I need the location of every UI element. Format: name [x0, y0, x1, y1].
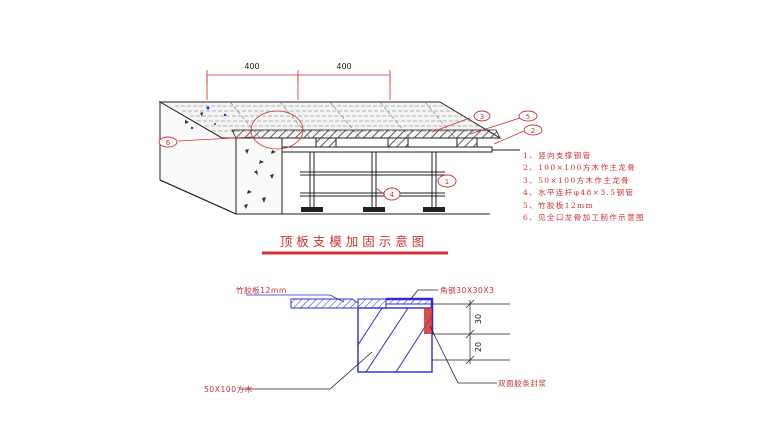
callout-5: 5 [526, 113, 530, 121]
slab-formwork-section: 400 400 [158, 62, 543, 215]
dimension-line [206, 70, 391, 100]
blue-speckles [190, 106, 227, 130]
legend-item: 4、水平连杆φ48×3.5钢管 [523, 188, 635, 198]
vertical-props [309, 152, 437, 207]
ground-line [159, 179, 237, 215]
callout-6: 6 [166, 139, 171, 147]
detail-dim-20: 20 [474, 342, 483, 352]
legend-item: 3、50×100方木作主龙骨 [523, 175, 631, 185]
detail-seal-strip [424, 308, 432, 334]
label-seal: 双面胶条封浆 [498, 378, 547, 388]
detail-angle-fill [385, 298, 433, 305]
callout-4: 4 [390, 191, 395, 199]
formwork-plywood-band [231, 129, 501, 139]
label-angle-steel: 角钢30X30X3 [440, 285, 495, 295]
callout-2: 2 [531, 127, 535, 135]
callout-circles [158, 110, 543, 201]
detail-timber [357, 307, 433, 373]
base-plates [301, 207, 445, 212]
legend-item: 2、100×100方木作主龙骨 [523, 163, 637, 173]
drawing-title: 顶板支模加固示意图 [280, 234, 429, 249]
callout-leaders [177, 110, 525, 196]
aggregate-speckles [185, 112, 276, 209]
legend-item: 5、竹胶板12mm [523, 200, 595, 210]
detail-dimension [432, 299, 510, 365]
detail-plywood [290, 298, 359, 309]
callout-1: 1 [445, 178, 449, 186]
detail-leaders [246, 294, 345, 303]
legend-item: 1、竖向支撑钢管 [523, 151, 592, 160]
horizontal-ties [300, 171, 445, 197]
edge-detail: 30 20 竹胶板12mm 角钢30X30X3 50X100方木 双面胶条封浆 [204, 285, 547, 394]
timber-beams [315, 137, 478, 148]
label-plywood: 竹胶板12mm [236, 285, 287, 295]
detail-leaders-black [240, 289, 497, 390]
callout-3: 3 [480, 113, 484, 121]
detail-dim-30: 30 [474, 314, 483, 324]
detail-plywood-step [357, 298, 387, 309]
dimension-label-left: 400 [244, 62, 259, 71]
label-timber: 50X100方木 [204, 384, 253, 394]
concrete-column [235, 137, 283, 215]
legend-item: 6、见全口龙骨加工制作示意图 [523, 213, 645, 223]
main-bearer [281, 146, 493, 153]
dimension-label-right: 400 [336, 62, 351, 71]
legend-list: 1、竖向支撑钢管 2、100×100方木作主龙骨 3、50×100方木作主龙骨 … [523, 150, 645, 224]
